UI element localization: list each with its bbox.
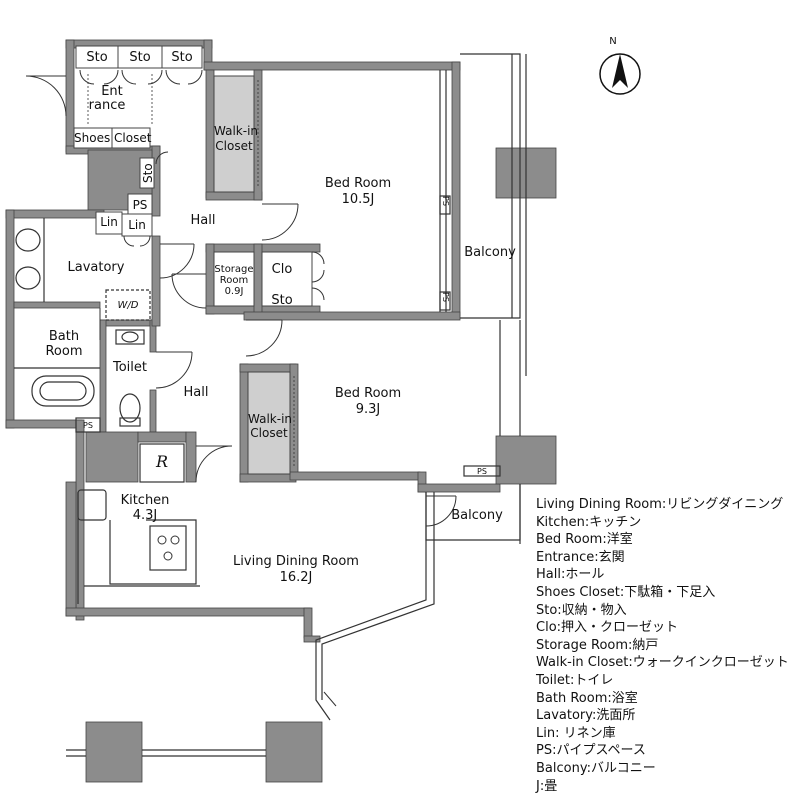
closet-doors	[87, 74, 295, 468]
walkin-closet-fills	[213, 75, 291, 475]
living-dining-room-name: Living Dining Room	[233, 554, 359, 569]
storage-room-box	[213, 251, 313, 307]
hall-label-1: Hall	[190, 213, 216, 228]
kitchen-size: 4.3J	[132, 508, 158, 523]
entrance-label-1: Ent	[101, 84, 123, 99]
ps-label-3: PS	[441, 292, 450, 302]
legend-item: Toilet:トイレ	[536, 672, 614, 688]
stove-burners	[157, 535, 180, 561]
kitchen-name: Kitchen	[120, 493, 170, 508]
legend-item: Lavatory:洗面所	[536, 708, 636, 724]
ps-label-5: PS	[477, 467, 487, 476]
sto-label-2: Sto	[129, 50, 151, 65]
interior-lines	[14, 53, 527, 757]
legend-item: Clo:押入・クローゼット	[536, 620, 679, 636]
legend-item: Hall:ホール	[536, 567, 605, 583]
legend-item: Shoes Closet:下駄箱・下足入	[536, 584, 716, 600]
north-compass: N	[598, 36, 642, 96]
living-dining-room-size: 16.2J	[279, 570, 313, 585]
legend-item: PS:パイプスペース	[536, 743, 646, 759]
compass-icon	[599, 53, 641, 95]
bedroom-2-size: 9.3J	[355, 402, 381, 417]
legend-item: Bath Room:浴室	[536, 690, 638, 706]
ps-label-2: PS	[441, 196, 450, 206]
bedroom-1-name: Bed Room	[324, 176, 392, 191]
shoes-closet-label: Shoes Closet	[74, 131, 152, 145]
storage-room-size: 0.9J	[224, 286, 244, 297]
compass-north-label: N	[609, 36, 617, 47]
legend-item: Lin: リネン庫	[536, 725, 616, 741]
legend-item: Living Dining Room:リビングダイニング	[536, 497, 784, 512]
sto-label-1: Sto	[86, 50, 108, 65]
legend-item: Storage Room:納戸	[536, 637, 659, 653]
entrance-label-2: rance	[88, 98, 126, 113]
walkin-closet-2-label-a: Walk-in	[248, 412, 293, 426]
hall-label-2: Hall	[183, 385, 209, 400]
walkin-closet-1-label-a: Walk-in	[214, 124, 259, 138]
door-swings	[25, 69, 457, 707]
balcony-1-label: Balcony	[464, 245, 516, 260]
sto-label-4: Sto	[271, 293, 293, 308]
balcony-2-label: Balcony	[451, 508, 503, 523]
legend-item: Kitchen:キッチン	[536, 514, 642, 530]
toilet-label: Toilet	[112, 360, 147, 375]
legend: Living Dining Room:リビングダイニング Kitchen:キッチン…	[536, 496, 798, 795]
ps-label-1: PS	[132, 198, 148, 212]
legend-item: J:畳	[536, 778, 558, 794]
legend-item: Walk-in Closet:ウォークインクローゼット	[536, 655, 789, 671]
bedroom-1-size: 10.5J	[341, 192, 375, 207]
lin-label-1: Lin	[100, 215, 118, 229]
bedroom-2-name: Bed Room	[334, 386, 402, 401]
clo-label: Clo	[271, 262, 293, 277]
storage-room-label-b: Room	[219, 275, 249, 286]
legend-item: Bed Room:洋室	[536, 532, 633, 548]
sto-side-label: Sto	[141, 163, 155, 183]
legend-item: Balcony:バルコニー	[536, 760, 656, 776]
ps-label-4: PS	[83, 421, 93, 430]
sto-label-3: Sto	[171, 50, 193, 65]
storage-room-label-a: Storage	[214, 264, 254, 275]
bath-room-label-a: Bath	[48, 329, 80, 344]
lavatory-label: Lavatory	[67, 260, 125, 275]
bath-room-label-b: Room	[45, 344, 83, 359]
refrigerator-label: R	[155, 452, 169, 471]
walkin-closet-2-label-b: Closet	[250, 426, 288, 440]
storage-cabinets	[73, 45, 203, 237]
legend-item: Sto:収納・物入	[536, 602, 627, 618]
legend-item: Entrance:玄関	[536, 549, 625, 565]
lin-label-2: Lin	[128, 218, 146, 232]
walkin-closet-1-label-b: Closet	[215, 139, 253, 153]
washer-dryer-label: W/D	[117, 300, 139, 311]
